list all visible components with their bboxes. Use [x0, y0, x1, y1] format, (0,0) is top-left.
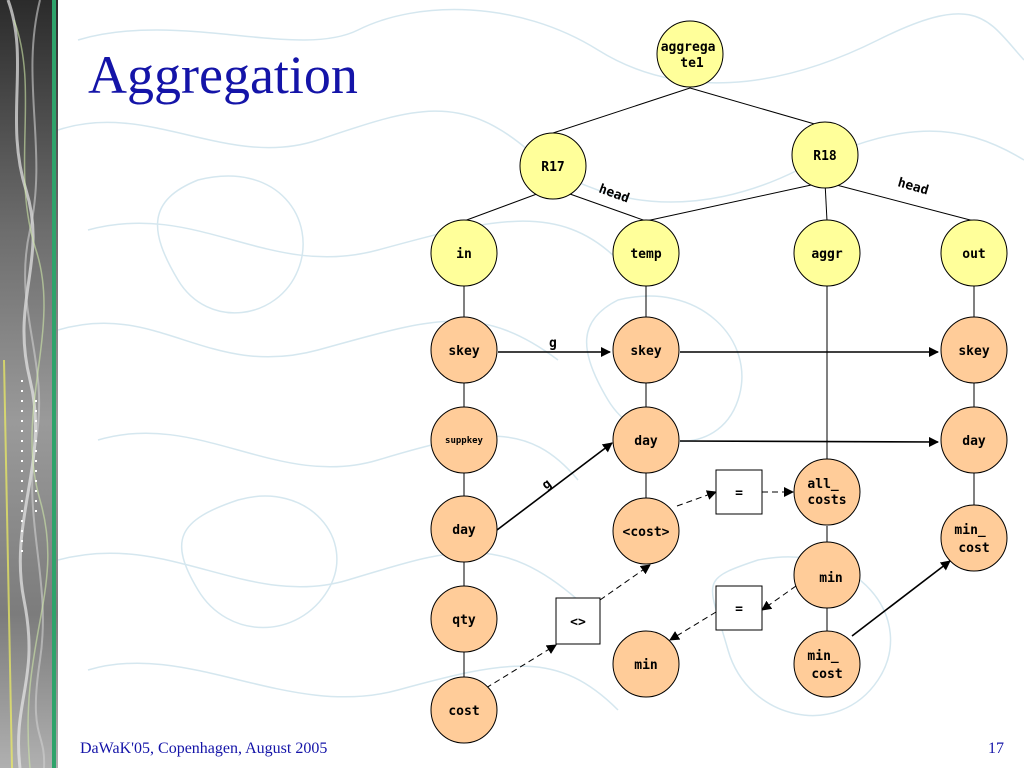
operator-eq-top: = — [715, 469, 763, 515]
svg-text:qty: qty — [452, 613, 476, 628]
node-aggr-min: min — [793, 541, 861, 609]
svg-text:day: day — [962, 434, 986, 449]
svg-text:skey: skey — [958, 344, 989, 359]
svg-text:<>: <> — [570, 615, 586, 630]
node-in-day: day — [430, 495, 498, 563]
node-out-min-cost: min_ cost — [940, 504, 1008, 572]
svg-text:day: day — [452, 523, 476, 538]
skey-g-label: g — [549, 336, 557, 351]
svg-text:day: day — [634, 434, 658, 449]
decorative-side-strip — [0, 0, 58, 768]
node-temp: temp — [612, 219, 680, 287]
svg-text:temp: temp — [630, 247, 661, 262]
svg-text:all_ costs: all_ costs — [807, 477, 846, 508]
svg-text:=: = — [735, 602, 743, 617]
svg-text:out: out — [962, 247, 985, 262]
day-g-label: g — [539, 477, 554, 494]
svg-text:R18: R18 — [813, 149, 837, 164]
svg-text:R17: R17 — [541, 160, 564, 175]
node-temp-cost: <cost> — [612, 497, 680, 565]
operator-neq: <> — [555, 597, 601, 645]
node-temp-min: min — [612, 630, 680, 698]
node-out-day: day — [940, 406, 1008, 474]
contour-background — [58, 8, 1024, 717]
svg-text:<cost>: <cost> — [623, 525, 670, 540]
svg-text:aggr: aggr — [811, 247, 842, 262]
node-aggr-min-cost: min_ cost — [793, 630, 861, 698]
node-in-qty: qty — [430, 585, 498, 653]
svg-text:cost: cost — [448, 704, 479, 719]
node-temp-day: day — [612, 406, 680, 474]
node-out: out — [940, 219, 1008, 287]
r17-head-label: head — [597, 182, 632, 207]
svg-text:min: min — [819, 571, 842, 586]
node-in-skey: skey — [430, 316, 498, 384]
node-in-suppkey: suppkey — [430, 406, 498, 474]
node-r17: R17 — [519, 132, 587, 200]
svg-text:min_ cost: min_ cost — [954, 523, 993, 556]
footer-text: DaWaK'05, Copenhagen, August 2005 — [80, 740, 328, 757]
page-number: 17 — [988, 740, 1004, 757]
operator-eq-bottom: = — [715, 585, 763, 631]
node-in-cost: cost — [430, 676, 498, 744]
svg-text:=: = — [735, 486, 743, 501]
svg-text:suppkey: suppkey — [445, 436, 484, 446]
node-temp-skey: skey — [612, 316, 680, 384]
svg-text:skey: skey — [448, 344, 479, 359]
svg-text:skey: skey — [630, 344, 661, 359]
svg-text:aggrega te1: aggrega te1 — [661, 40, 724, 71]
node-aggregate1: aggrega te1 — [656, 20, 724, 88]
svg-text:min_ cost: min_ cost — [807, 649, 846, 682]
svg-text:in: in — [456, 247, 472, 262]
dataflow-arrows — [485, 487, 797, 689]
node-in: in — [430, 219, 498, 287]
r18-head-label: head — [896, 175, 930, 198]
node-aggr-all-costs: all_ costs — [793, 458, 861, 526]
slide-title: Aggregation — [88, 45, 358, 105]
mapping-arrows — [496, 347, 951, 637]
svg-text:min: min — [634, 658, 657, 673]
node-r18: R18 — [791, 121, 859, 189]
node-aggr: aggr — [793, 219, 861, 287]
node-out-skey: skey — [940, 316, 1008, 384]
